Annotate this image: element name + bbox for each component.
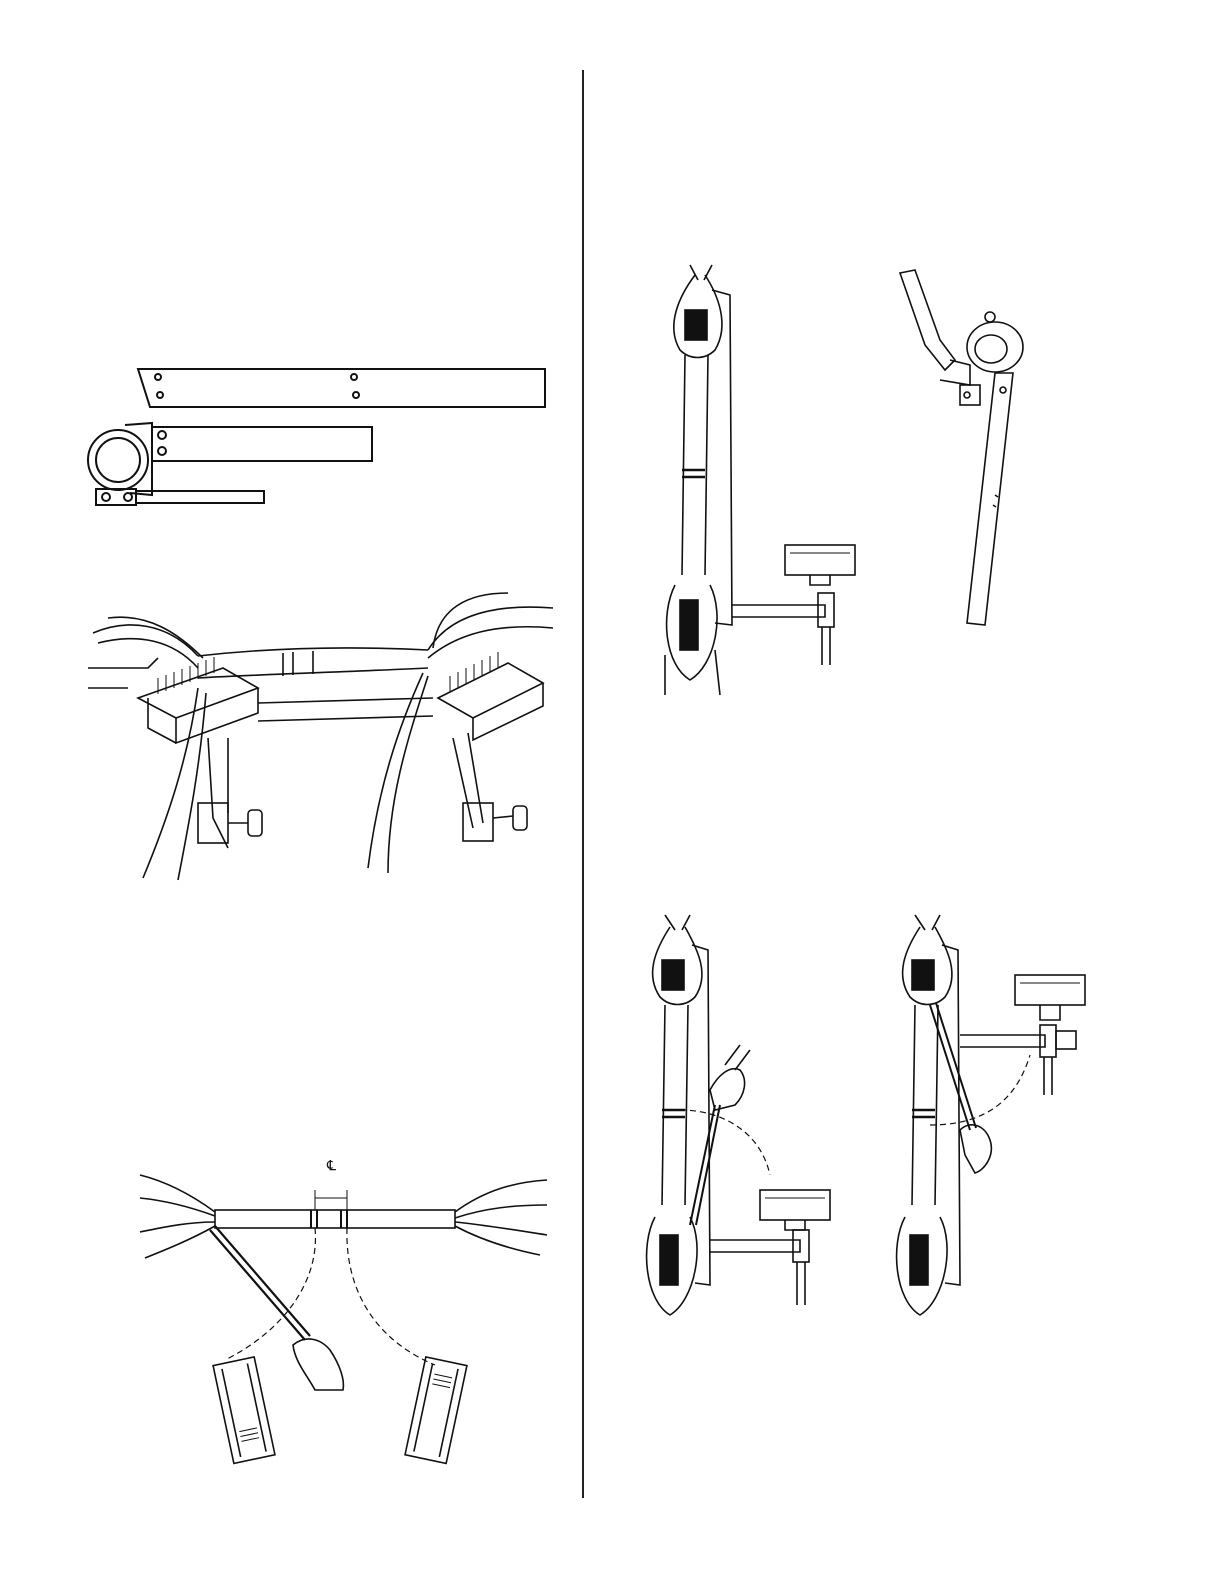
harness-comb-swing-down-drawing — [640, 905, 860, 1330]
vertical-harness-with-comb-drawing — [660, 255, 870, 700]
column-divider — [582, 70, 584, 1498]
centerline-label: ℄ — [326, 1159, 336, 1174]
centerline-swing-arc-drawing: ℄ — [135, 1150, 555, 1465]
wire-harness-comb-fixture-drawing — [88, 588, 558, 883]
assembled-clamp-arm-drawing — [895, 265, 1035, 630]
harness-comb-swing-up-drawing — [890, 905, 1090, 1330]
clamp-parts-drawing — [80, 355, 550, 515]
